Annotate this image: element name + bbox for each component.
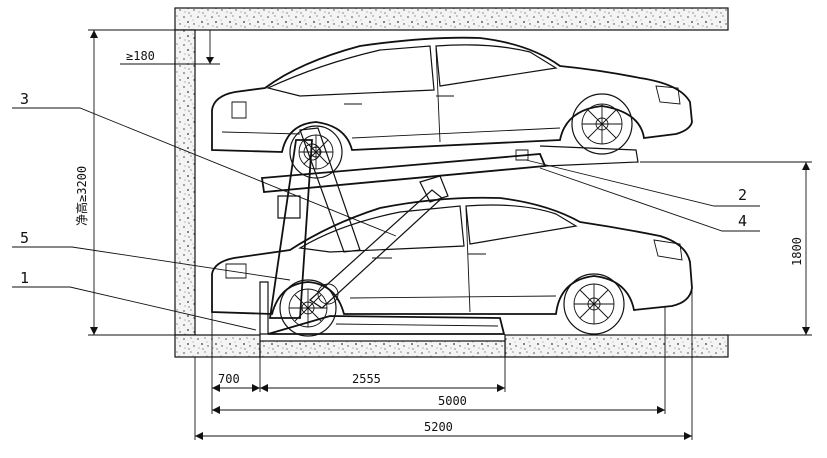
upper-rear-wheel (289, 125, 343, 179)
dim-top-gap (120, 30, 220, 65)
upper-car (211, 36, 693, 179)
lower-rear-wheel (279, 279, 337, 337)
ground-ramp (267, 315, 506, 335)
dim-upper-height-label: 1800 (790, 237, 804, 266)
floor-slab-right (504, 334, 729, 358)
concrete-structure (174, 7, 729, 358)
callout-3: 3 (20, 90, 29, 108)
floor-slab-middle (259, 340, 506, 358)
floor-slab-left (174, 334, 261, 358)
dim-clear-height-label: 净高≥3200 (74, 166, 89, 226)
left-wall (174, 29, 196, 336)
upper-platform (260, 145, 639, 193)
dim-clear-height (88, 29, 175, 336)
lift-mast (259, 127, 449, 335)
callout-4: 4 (738, 212, 747, 230)
dim-upper-height (640, 161, 812, 336)
upper-front-wheel (571, 93, 633, 155)
dim-car-length-label: 5000 (438, 394, 467, 408)
ceiling-slab (174, 7, 729, 31)
callout-5: 5 (20, 229, 29, 247)
dim-top-gap-label: ≥180 (126, 49, 155, 63)
callout-leaders (12, 107, 760, 331)
dim-ramp-length-label: 2555 (352, 372, 381, 386)
lower-front-wheel (563, 273, 625, 335)
callout-1: 1 (20, 269, 29, 287)
dim-front-offset-label: 700 (218, 372, 240, 386)
dim-horizontal-chain (194, 290, 693, 440)
dim-pit-length-label: 5200 (424, 420, 453, 434)
lower-car (211, 196, 693, 337)
callout-2: 2 (738, 186, 747, 204)
